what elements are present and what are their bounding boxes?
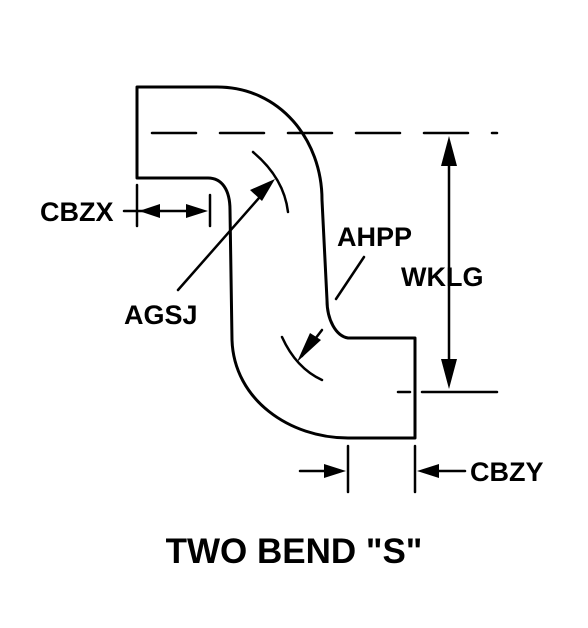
cbzx-arrow-left xyxy=(139,204,160,218)
agsj-leader xyxy=(176,188,268,292)
cbzy-arrow-right xyxy=(417,464,439,478)
wklg-label: WKLG xyxy=(401,262,483,292)
agsj-label: AGSJ xyxy=(124,300,198,330)
upper-bend-arc xyxy=(251,150,290,214)
lower-bend-arc xyxy=(280,335,324,382)
wklg-arrow-up xyxy=(441,136,457,166)
ahpp-label: AHPP xyxy=(337,222,412,252)
cbzy-label: CBZY xyxy=(470,457,544,487)
ahpp-arrow xyxy=(297,333,321,362)
diagram-title: TWO BEND "S" xyxy=(166,532,423,571)
cbzx-label: CBZX xyxy=(40,197,114,227)
wklg-arrow-down xyxy=(441,359,457,389)
agsj-arrow xyxy=(250,179,275,201)
ahpp-leader xyxy=(334,255,366,301)
cbzy-arrow-left xyxy=(324,464,346,478)
cbzx-arrow-right xyxy=(186,204,208,218)
pipe-outline xyxy=(135,85,417,440)
